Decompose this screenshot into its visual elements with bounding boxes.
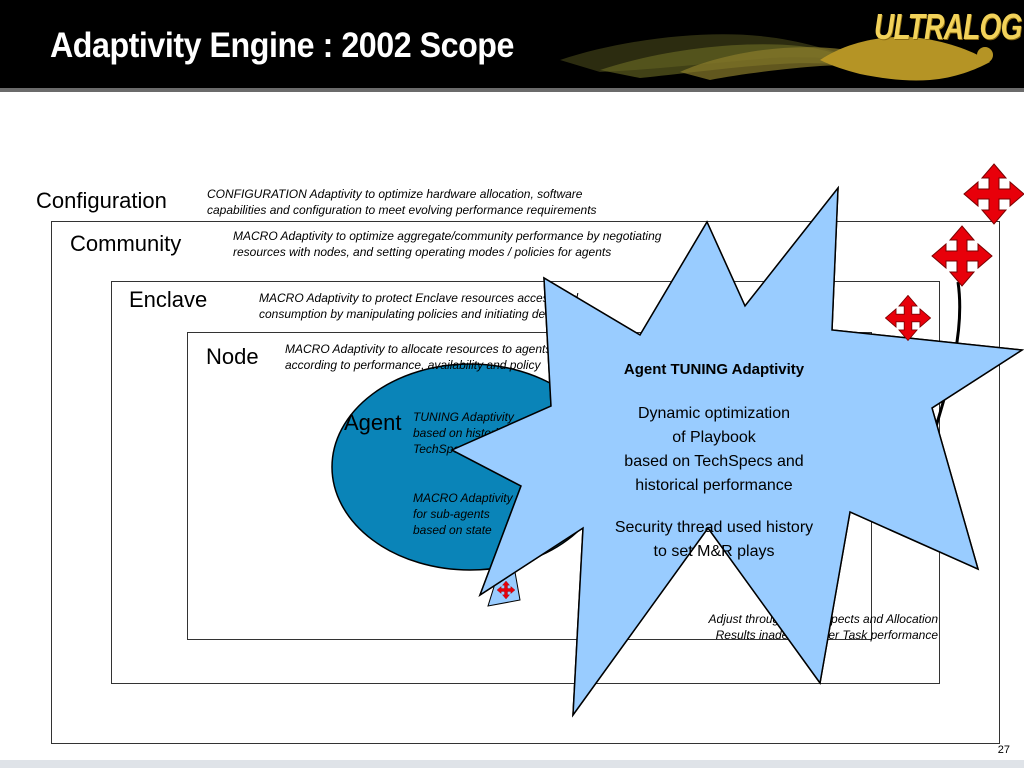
node-description: MACRO Adaptivity to allocate resources t… [285, 342, 552, 372]
cheetah-logo-icon [560, 34, 993, 81]
header-divider [0, 88, 1024, 92]
callout-line: Security thread used history [614, 519, 814, 536]
agent-tuning-description: TUNING Adaptivity based on historical Te… [413, 410, 514, 456]
callout-line: to set M&R plays [653, 543, 775, 560]
callout-line: based on TechSpecs and [624, 453, 804, 470]
callout-line: Dynamic optimization [637, 405, 791, 422]
ultralog-logo: ULTRALOG [874, 6, 1022, 47]
slide-title: Adaptivity Engine : 2002 Scope [50, 26, 514, 65]
configuration-description: CONFIGURATION Adaptivity to optimize har… [207, 187, 597, 217]
enclave-label: Enclave [129, 287, 208, 312]
agent-label: Agent [344, 410, 402, 435]
task-description: Adjust through Task Aspects and Allocati… [708, 612, 938, 642]
enclave-description: MACRO Adaptivity to protect Enclave reso… [259, 291, 579, 321]
page-number: 27 [997, 744, 1010, 756]
configuration-label: Configuration [36, 188, 167, 213]
agent-macro-description: MACRO Adaptivity for sub-agents based on… [413, 491, 513, 537]
callout-heading: Agent TUNING Adaptivity [623, 361, 805, 378]
callout-text: Agent TUNING Adaptivity Dynamic optimiza… [555, 358, 873, 564]
community-description: MACRO Adaptivity to optimize aggregate/c… [233, 229, 662, 259]
callout-line: of Playbook [672, 429, 756, 446]
slide-header: Adaptivity Engine : 2002 Scope ULTRALOG [0, 0, 1024, 92]
footer-band [0, 760, 1024, 768]
node-label: Node [206, 344, 259, 369]
community-label: Community [70, 231, 182, 256]
callout-line: historical performance [635, 477, 793, 494]
